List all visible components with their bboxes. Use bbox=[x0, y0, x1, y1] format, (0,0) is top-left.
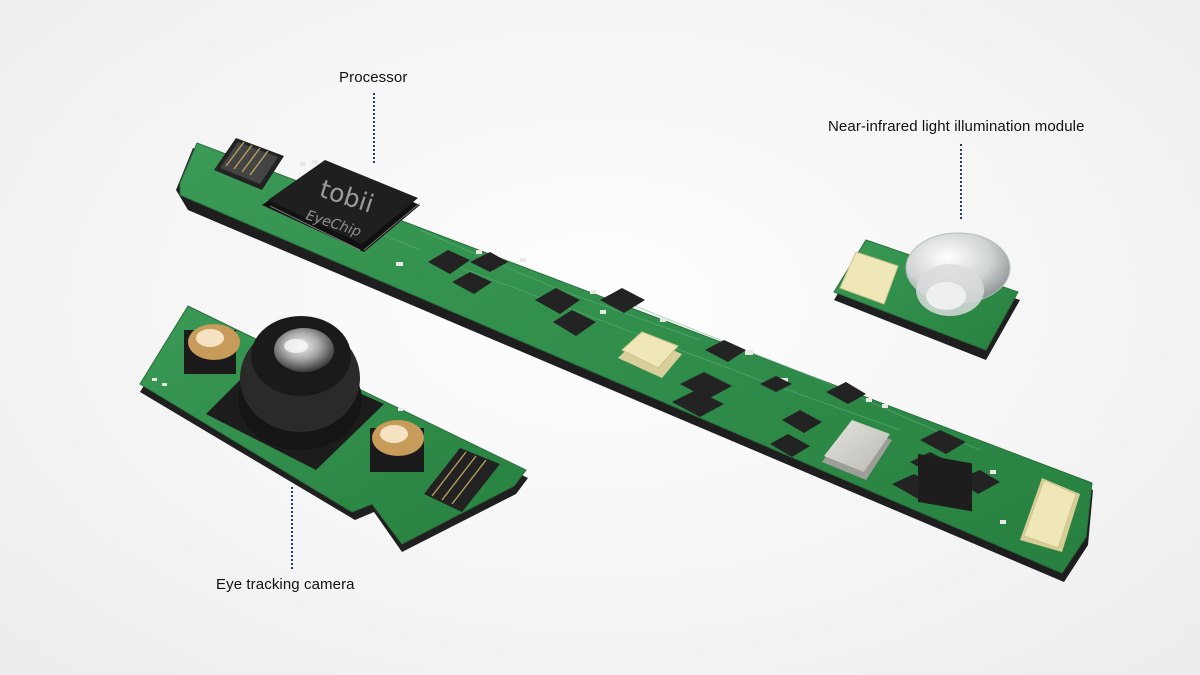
processor-label: Processor bbox=[339, 69, 408, 86]
processor-leader-line bbox=[373, 93, 375, 163]
illumination-connector bbox=[839, 251, 899, 305]
processor-board: tobii EyeChip bbox=[176, 138, 1093, 582]
camera-ir-led-left bbox=[184, 324, 240, 374]
camera-label: Eye tracking camera bbox=[216, 576, 355, 593]
camera-passives bbox=[152, 378, 403, 411]
eyechip-processor: tobii EyeChip bbox=[262, 160, 421, 252]
camera-leader-line bbox=[291, 487, 293, 569]
nir-led-dome bbox=[905, 232, 1011, 512]
board-connector-right bbox=[1020, 478, 1080, 552]
camera-ir-led-right bbox=[370, 420, 424, 472]
inductor-can bbox=[822, 420, 892, 480]
board-connector-mid bbox=[618, 331, 682, 378]
camera-connector bbox=[424, 448, 500, 512]
camera-lens bbox=[238, 316, 362, 450]
illumination-leader-line bbox=[960, 144, 962, 219]
illumination-label: Near-infrared light illumination module bbox=[828, 118, 1085, 135]
camera-board bbox=[139, 305, 528, 552]
board-connector-left bbox=[214, 138, 284, 190]
board-ics bbox=[428, 250, 1000, 500]
illumination-module bbox=[833, 232, 1020, 512]
